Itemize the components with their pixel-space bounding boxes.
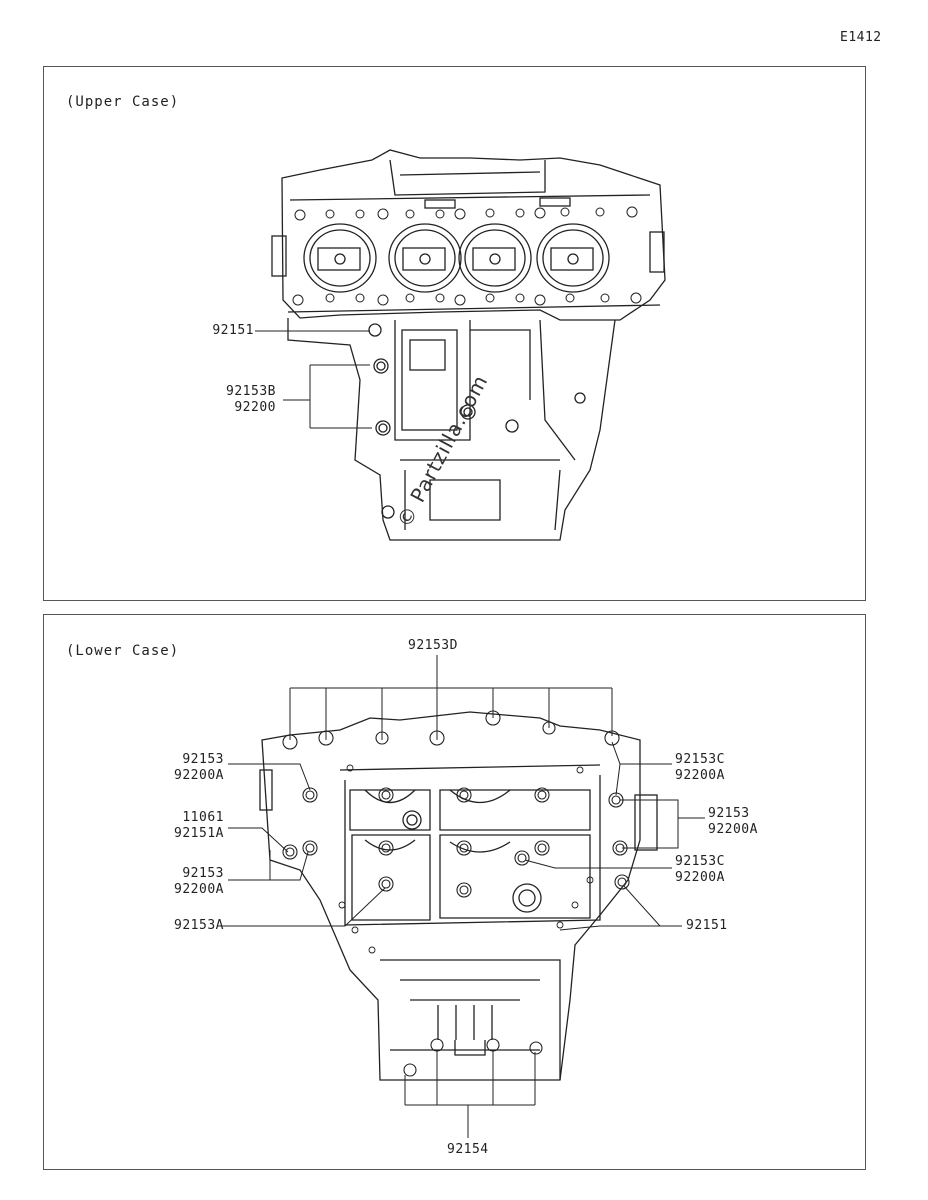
label-11061: 11061 bbox=[182, 810, 224, 825]
label-left3-a: 92153 bbox=[182, 866, 224, 881]
upper-case-panel bbox=[43, 66, 866, 601]
label-right3-b: 92200A bbox=[675, 870, 725, 885]
label-left1-b: 92200A bbox=[174, 768, 224, 783]
lower-case-title: (Lower Case) bbox=[66, 643, 180, 659]
label-92200: 92200 bbox=[234, 400, 276, 415]
diagram-code: E1412 bbox=[840, 30, 882, 45]
label-right1-b: 92200A bbox=[675, 768, 725, 783]
label-left1-a: 92153 bbox=[182, 752, 224, 767]
label-right2-a: 92153 bbox=[708, 806, 750, 821]
upper-callout-lines bbox=[255, 330, 372, 429]
label-right3-a: 92153C bbox=[675, 854, 725, 869]
label-right2-b: 92200A bbox=[708, 822, 758, 837]
upper-crankcase-drawing bbox=[271, 149, 666, 541]
label-92151-upper: 92151 bbox=[212, 323, 254, 338]
label-92153D: 92153D bbox=[408, 638, 458, 653]
label-left3-b: 92200A bbox=[174, 882, 224, 897]
label-92153B: 92153B bbox=[226, 384, 276, 399]
label-92151-lower: 92151 bbox=[686, 918, 728, 933]
label-92154: 92154 bbox=[447, 1142, 489, 1157]
label-92151A: 92151A bbox=[174, 826, 224, 841]
label-right1-a: 92153C bbox=[675, 752, 725, 767]
lower-callout-lines bbox=[222, 741, 705, 1138]
lower-crankcase-drawing bbox=[259, 655, 658, 1081]
label-92153A: 92153A bbox=[174, 918, 224, 933]
lower-case-panel bbox=[43, 614, 866, 1170]
upper-case-title: (Upper Case) bbox=[66, 94, 180, 110]
